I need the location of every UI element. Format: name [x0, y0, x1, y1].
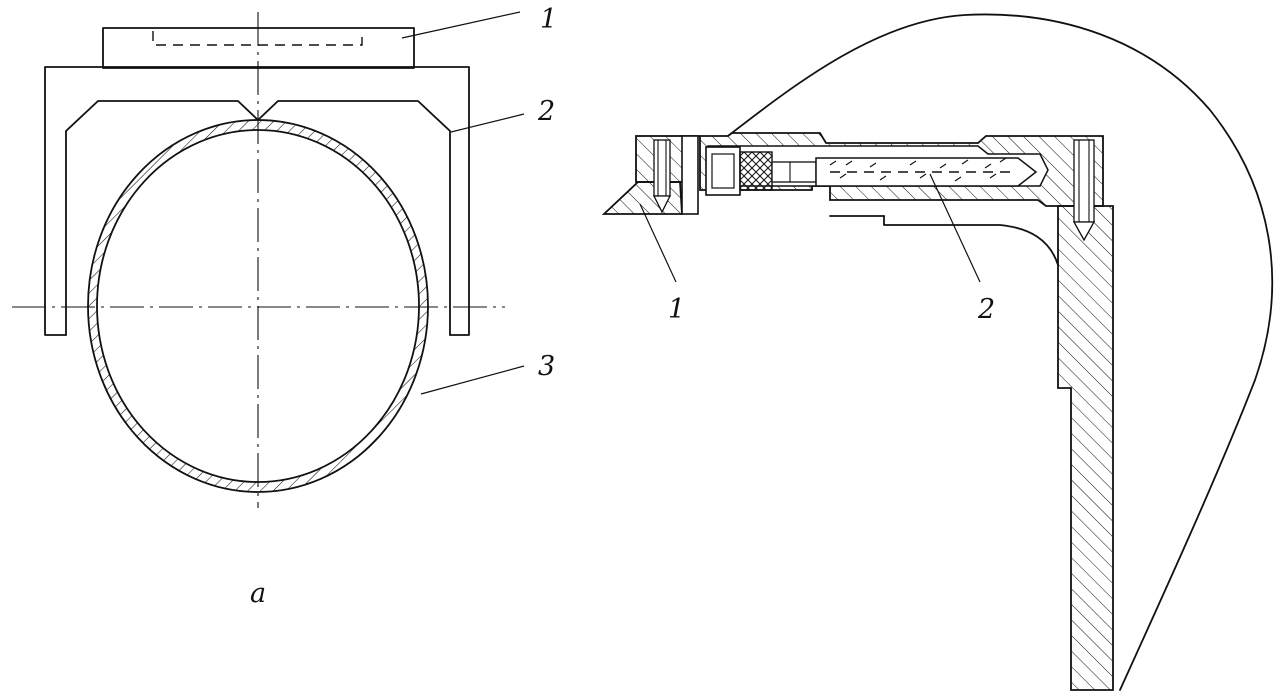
label-a3: 3	[538, 351, 555, 382]
leader-a3	[420, 365, 525, 395]
tip-spacer	[681, 135, 699, 215]
leader-a1	[401, 11, 521, 39]
leader-a2	[450, 113, 525, 133]
rod	[815, 157, 1038, 187]
label-a1: 1	[540, 4, 557, 35]
figure-a-leaders	[401, 11, 525, 395]
outer-contour	[727, 13, 1274, 691]
figure-a-caption: a	[250, 578, 266, 609]
figure-a	[12, 12, 505, 508]
leader-b1	[639, 203, 677, 283]
fillet	[883, 215, 1059, 266]
clamp-block	[102, 27, 415, 69]
label-b2: 2	[977, 294, 995, 325]
sleeve-plug	[771, 161, 817, 183]
label-a2: 2	[537, 96, 555, 127]
figure-a-labels: 1 2 3 a	[250, 4, 557, 609]
left-screw	[652, 139, 672, 214]
cross-sleeve	[739, 151, 773, 191]
label-b1: 1	[668, 294, 685, 325]
figure-b	[601, 13, 1274, 691]
bracket-inner	[65, 100, 451, 336]
pipe-wall	[87, 119, 429, 493]
rod-texture	[829, 157, 1016, 182]
vertical-leg	[1057, 205, 1114, 691]
bracket-outer	[44, 66, 470, 336]
nut-inner	[711, 153, 735, 189]
figure-b-leaders	[639, 173, 981, 283]
leader-b2	[929, 173, 981, 283]
clamp-hidden-edge	[152, 31, 363, 46]
right-screw	[1072, 139, 1096, 242]
figure-b-labels: 1 2	[668, 294, 995, 325]
